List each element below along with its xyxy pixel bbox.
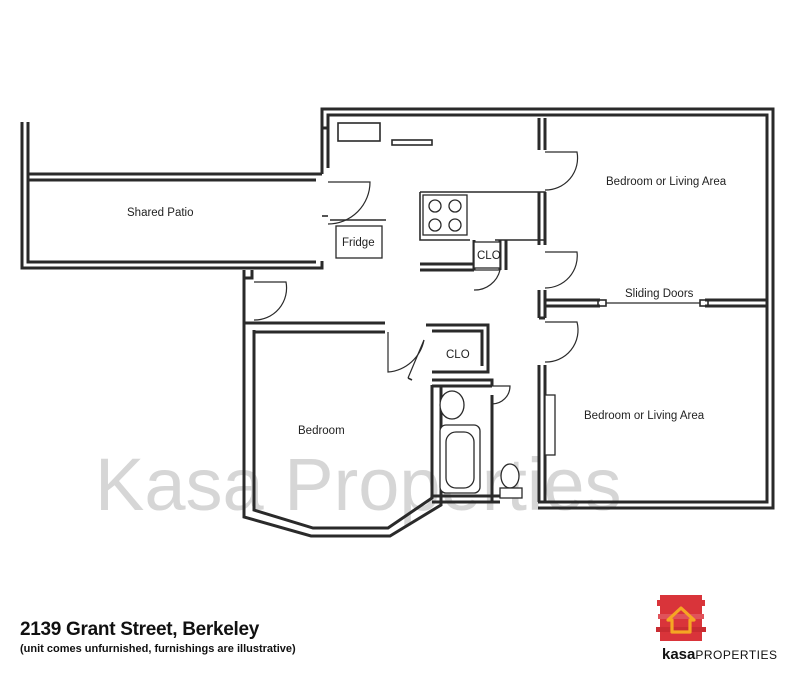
- label-shared-patio: Shared Patio: [127, 207, 194, 219]
- label-sliding-doors: Sliding Doors: [625, 288, 694, 300]
- doors: [253, 151, 579, 405]
- label-bedroom: Bedroom: [298, 425, 345, 437]
- sink: [439, 390, 465, 420]
- stove: [422, 194, 468, 236]
- label-clo-hall: CLO: [446, 349, 470, 361]
- label-bedroom-living-top: Bedroom or Living Area: [606, 176, 727, 188]
- walls: [20, 107, 775, 538]
- label-clo-kitchen: CLO: [477, 250, 501, 262]
- label-fridge: Fridge: [342, 237, 375, 249]
- bathroom-fixtures: [439, 390, 556, 499]
- furnishing-note: (unit comes unfurnished, furnishings are…: [20, 643, 296, 655]
- fridge: [335, 225, 383, 259]
- toilet: [500, 463, 520, 489]
- interior-walls: [322, 118, 767, 504]
- brand-name-bold: kasa: [662, 646, 696, 663]
- kitchen-closet: [473, 241, 501, 269]
- watermark: Kasa Properties: [95, 443, 622, 526]
- address-title: 2139 Grant Street, Berkeley: [20, 619, 260, 640]
- kasa-logo-icon: [656, 595, 706, 641]
- label-bedroom-living-bottom: Bedroom or Living Area: [584, 410, 705, 422]
- brand-name-rest: PROPERTIES: [695, 648, 778, 662]
- brand-wordmark: kasaPROPERTIES: [662, 646, 778, 663]
